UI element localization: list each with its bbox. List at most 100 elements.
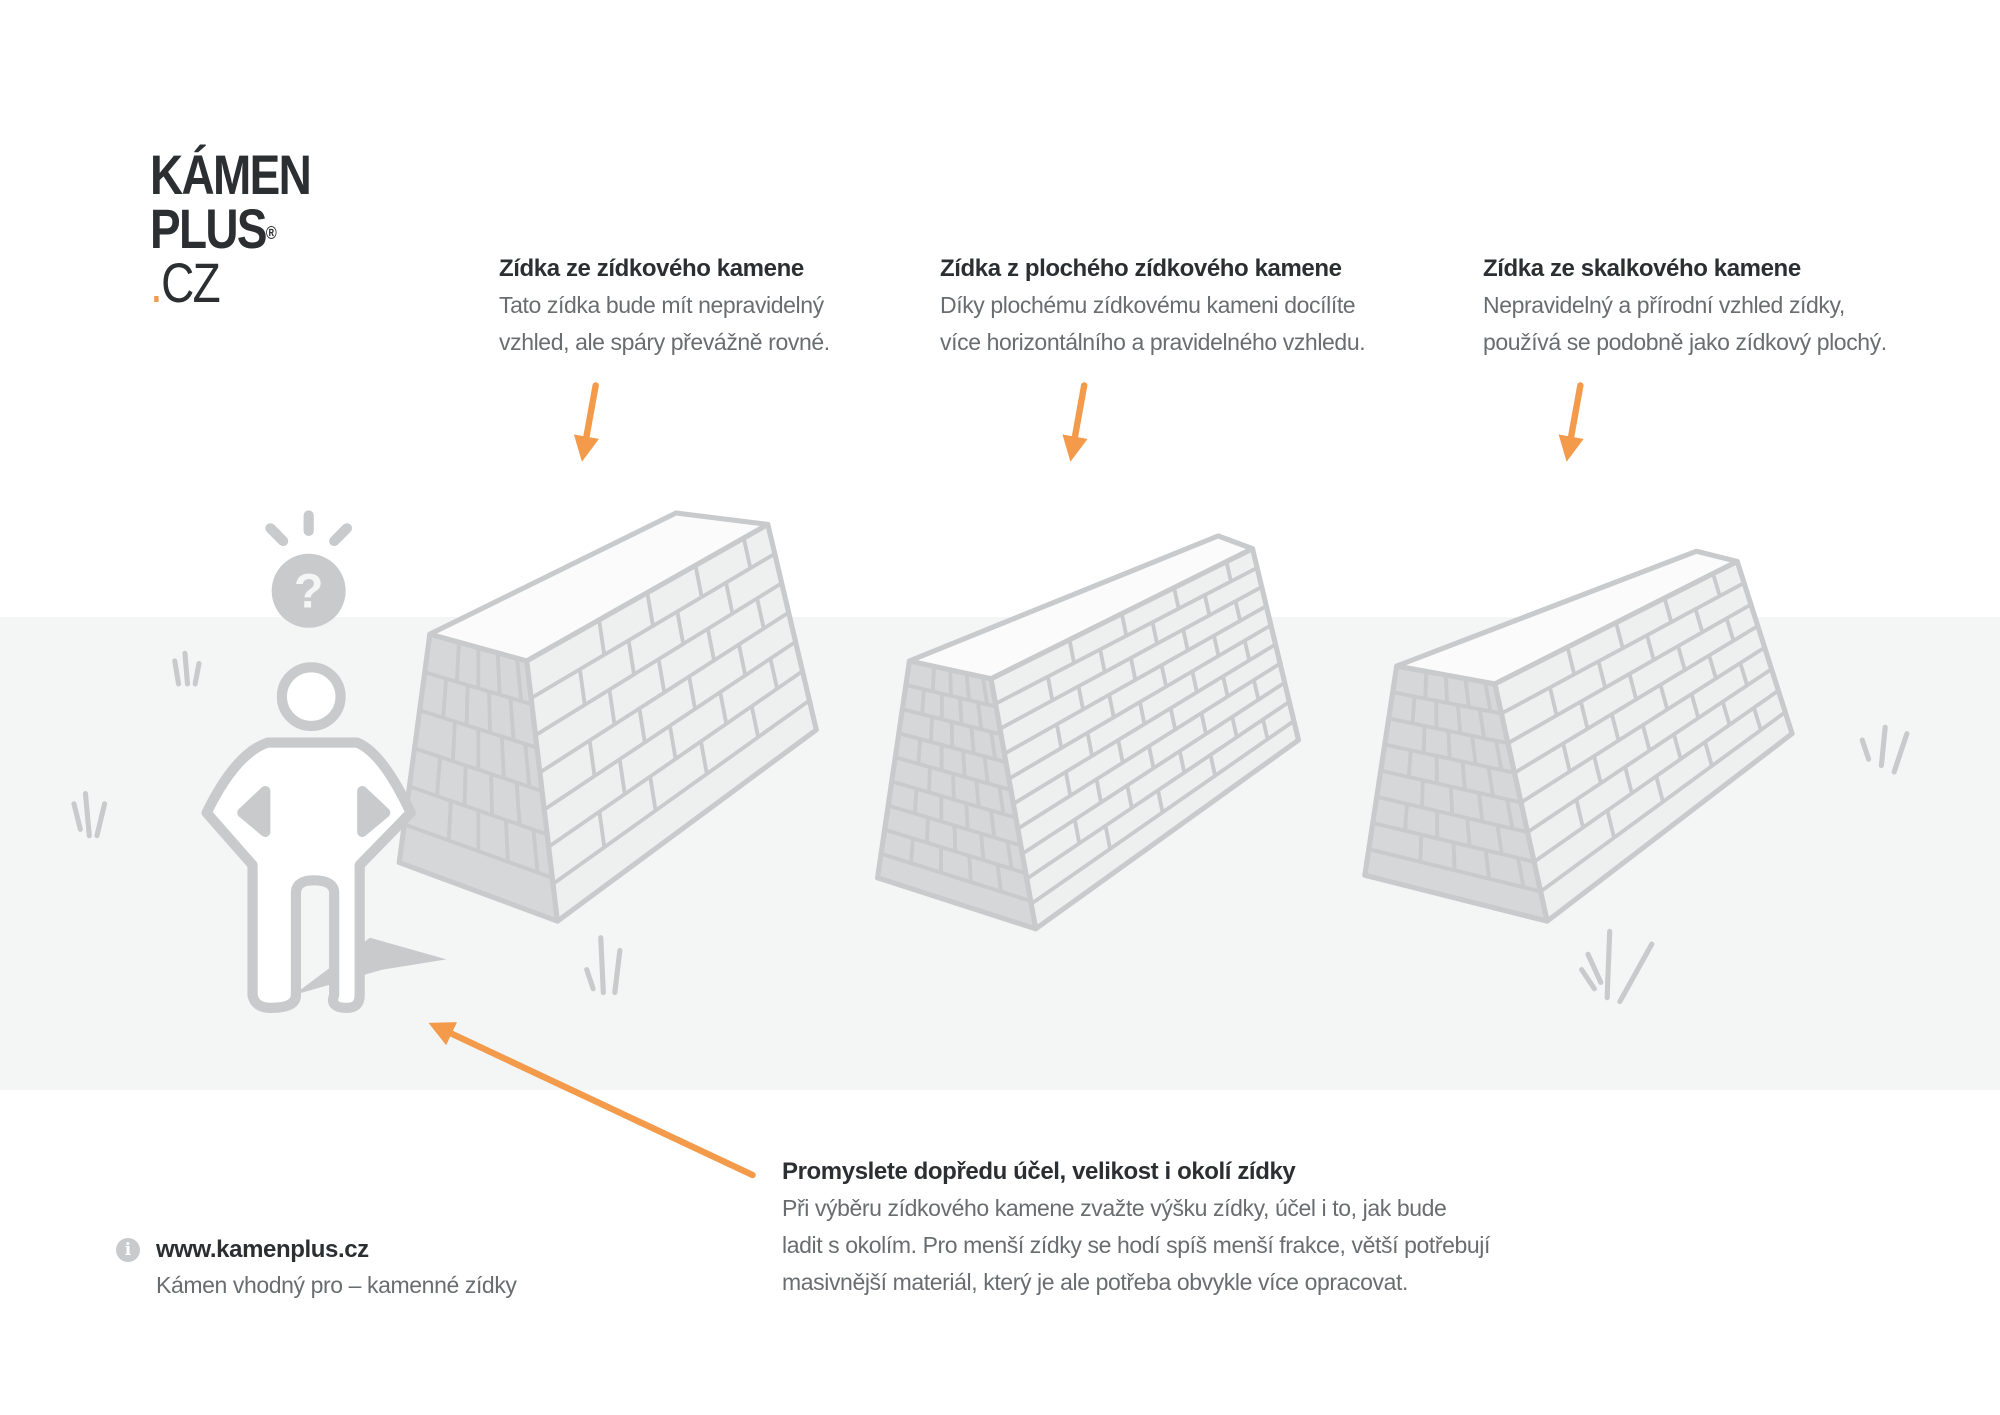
stone-joint <box>880 851 1032 903</box>
stone-joint <box>916 738 923 764</box>
stone-joint <box>1045 676 1055 701</box>
stone-joint <box>1645 634 1656 661</box>
stone-joint <box>1703 741 1714 767</box>
stone-joint <box>1094 778 1103 803</box>
wall-1-text: Tato zídka bude mít nepravidelný <box>499 292 824 318</box>
stone-joint <box>515 658 524 702</box>
stone-joint <box>508 697 516 741</box>
wall-3-text: Nepravidelný a přírodní vzhled zídky, <box>1483 292 1845 318</box>
kamenplus-logo: KÁMEN PLUS® .CZ <box>150 147 312 311</box>
stone-joint <box>951 773 956 800</box>
person-shadow <box>293 937 447 996</box>
stone-joint <box>1030 719 1295 906</box>
stone-joint <box>454 642 461 682</box>
stone-joint <box>1177 750 1187 773</box>
stone-joint <box>1477 708 1487 739</box>
stone-joint <box>637 708 647 743</box>
stone-joint <box>1208 754 1217 777</box>
stone-joint <box>1199 712 1208 735</box>
arrow-wall-3 <box>1558 382 1584 462</box>
stone-joint <box>450 721 457 762</box>
stone-joint <box>1641 724 1652 752</box>
stone-joint <box>1574 799 1585 829</box>
stone-joint <box>648 776 658 811</box>
wall-2-text: Díky plochému zídkovému kameni docílíte <box>940 292 1356 318</box>
tip-title: Promyslete dopředu účel, velikost i okol… <box>782 1158 1296 1185</box>
stone-joint <box>1614 622 1625 649</box>
stone-joint <box>1406 750 1413 778</box>
footer-subtitle: Kámen vhodný pro – kamenné zídky <box>156 1272 517 1298</box>
stone-joint <box>920 689 926 715</box>
tip-text: Při výběru zídkového kamene zvažte výšku… <box>782 1195 1447 1221</box>
stone-joint <box>441 678 449 718</box>
stone-joint <box>1720 701 1732 726</box>
tip-text: masivnější materiál, který je ale potřeb… <box>782 1269 1408 1295</box>
stone-joint <box>949 721 955 748</box>
stone-joint <box>531 829 540 873</box>
stone-joint <box>997 786 1006 815</box>
stone-joint <box>1119 613 1129 637</box>
stone-joint <box>1548 687 1559 716</box>
stone-joint <box>1107 694 1116 718</box>
stone-joint <box>1465 817 1472 847</box>
stone-joint <box>1063 771 1073 797</box>
wall-2-text: více horizontálního a pravidelného vzhle… <box>940 329 1366 355</box>
stone-joint <box>1221 675 1230 697</box>
stone-joint <box>1658 684 1670 711</box>
stone-joint <box>1202 594 1212 616</box>
stone-joint <box>523 743 532 787</box>
stone-joint <box>1098 649 1107 673</box>
stone-joint <box>1605 810 1616 839</box>
stone-joint <box>1446 730 1452 759</box>
stone-joint <box>964 803 970 830</box>
stone-joint <box>1005 841 1014 870</box>
stone-joint <box>1486 766 1495 797</box>
tip-text: ladit s okolím. Pro menší zídky se hodí … <box>782 1232 1490 1258</box>
stone-joint <box>1456 704 1463 734</box>
stone-joint <box>587 740 597 777</box>
tip-caption: Promyslete dopředu účel, velikost i okol… <box>782 1154 1490 1301</box>
stone-joint <box>1463 678 1471 708</box>
stone-joint <box>1125 784 1134 809</box>
question-bubble <box>271 553 346 628</box>
stone-joint <box>1252 679 1261 701</box>
stone-joint <box>1483 681 1493 712</box>
wall-2-title: Zídka z plochého zídkového kamene <box>940 255 1342 282</box>
stone-joint <box>1707 654 1718 680</box>
stone-joint <box>1448 786 1455 815</box>
stone-joint <box>1224 561 1233 582</box>
stone-joint <box>901 707 1002 737</box>
stone-joint <box>1711 573 1722 597</box>
stone-joint <box>989 810 997 838</box>
stone-joint <box>1150 621 1159 645</box>
stone-joint <box>948 669 953 696</box>
stone-joint <box>1676 645 1687 671</box>
stone-joint <box>1689 693 1701 719</box>
logo-registered: ® <box>265 223 277 243</box>
stone-joint <box>979 833 986 861</box>
stone-joint <box>514 782 522 825</box>
stone-joint <box>1103 825 1112 850</box>
website-link[interactable]: www.kamenplus.cz <box>156 1236 369 1263</box>
stone-joint <box>1054 723 1064 749</box>
stone-joint <box>547 669 804 849</box>
stone-joint <box>1181 629 1190 651</box>
stone-joint <box>1067 639 1076 664</box>
stone-joint <box>1156 789 1165 813</box>
stone-joint <box>964 673 971 701</box>
footer: www.kamenplus.cz Kámen vhodný pro – kame… <box>156 1232 517 1302</box>
stone-joint <box>1623 766 1634 794</box>
stone-joint <box>1494 740 1504 771</box>
stone-joint <box>617 759 627 795</box>
stone-joint <box>1738 662 1749 686</box>
person-head <box>276 662 346 732</box>
stone-joint <box>1021 681 1286 856</box>
stone-joint <box>967 855 973 883</box>
stone-joint <box>597 811 607 848</box>
wall-1-title: Zídka ze zídkového kamene <box>499 255 804 282</box>
stone-joint <box>1423 671 1429 699</box>
stone-joint <box>1025 700 1291 881</box>
pointer-arrows <box>428 382 1584 1179</box>
stone-joint <box>1579 701 1590 730</box>
stone-joint <box>912 788 919 814</box>
